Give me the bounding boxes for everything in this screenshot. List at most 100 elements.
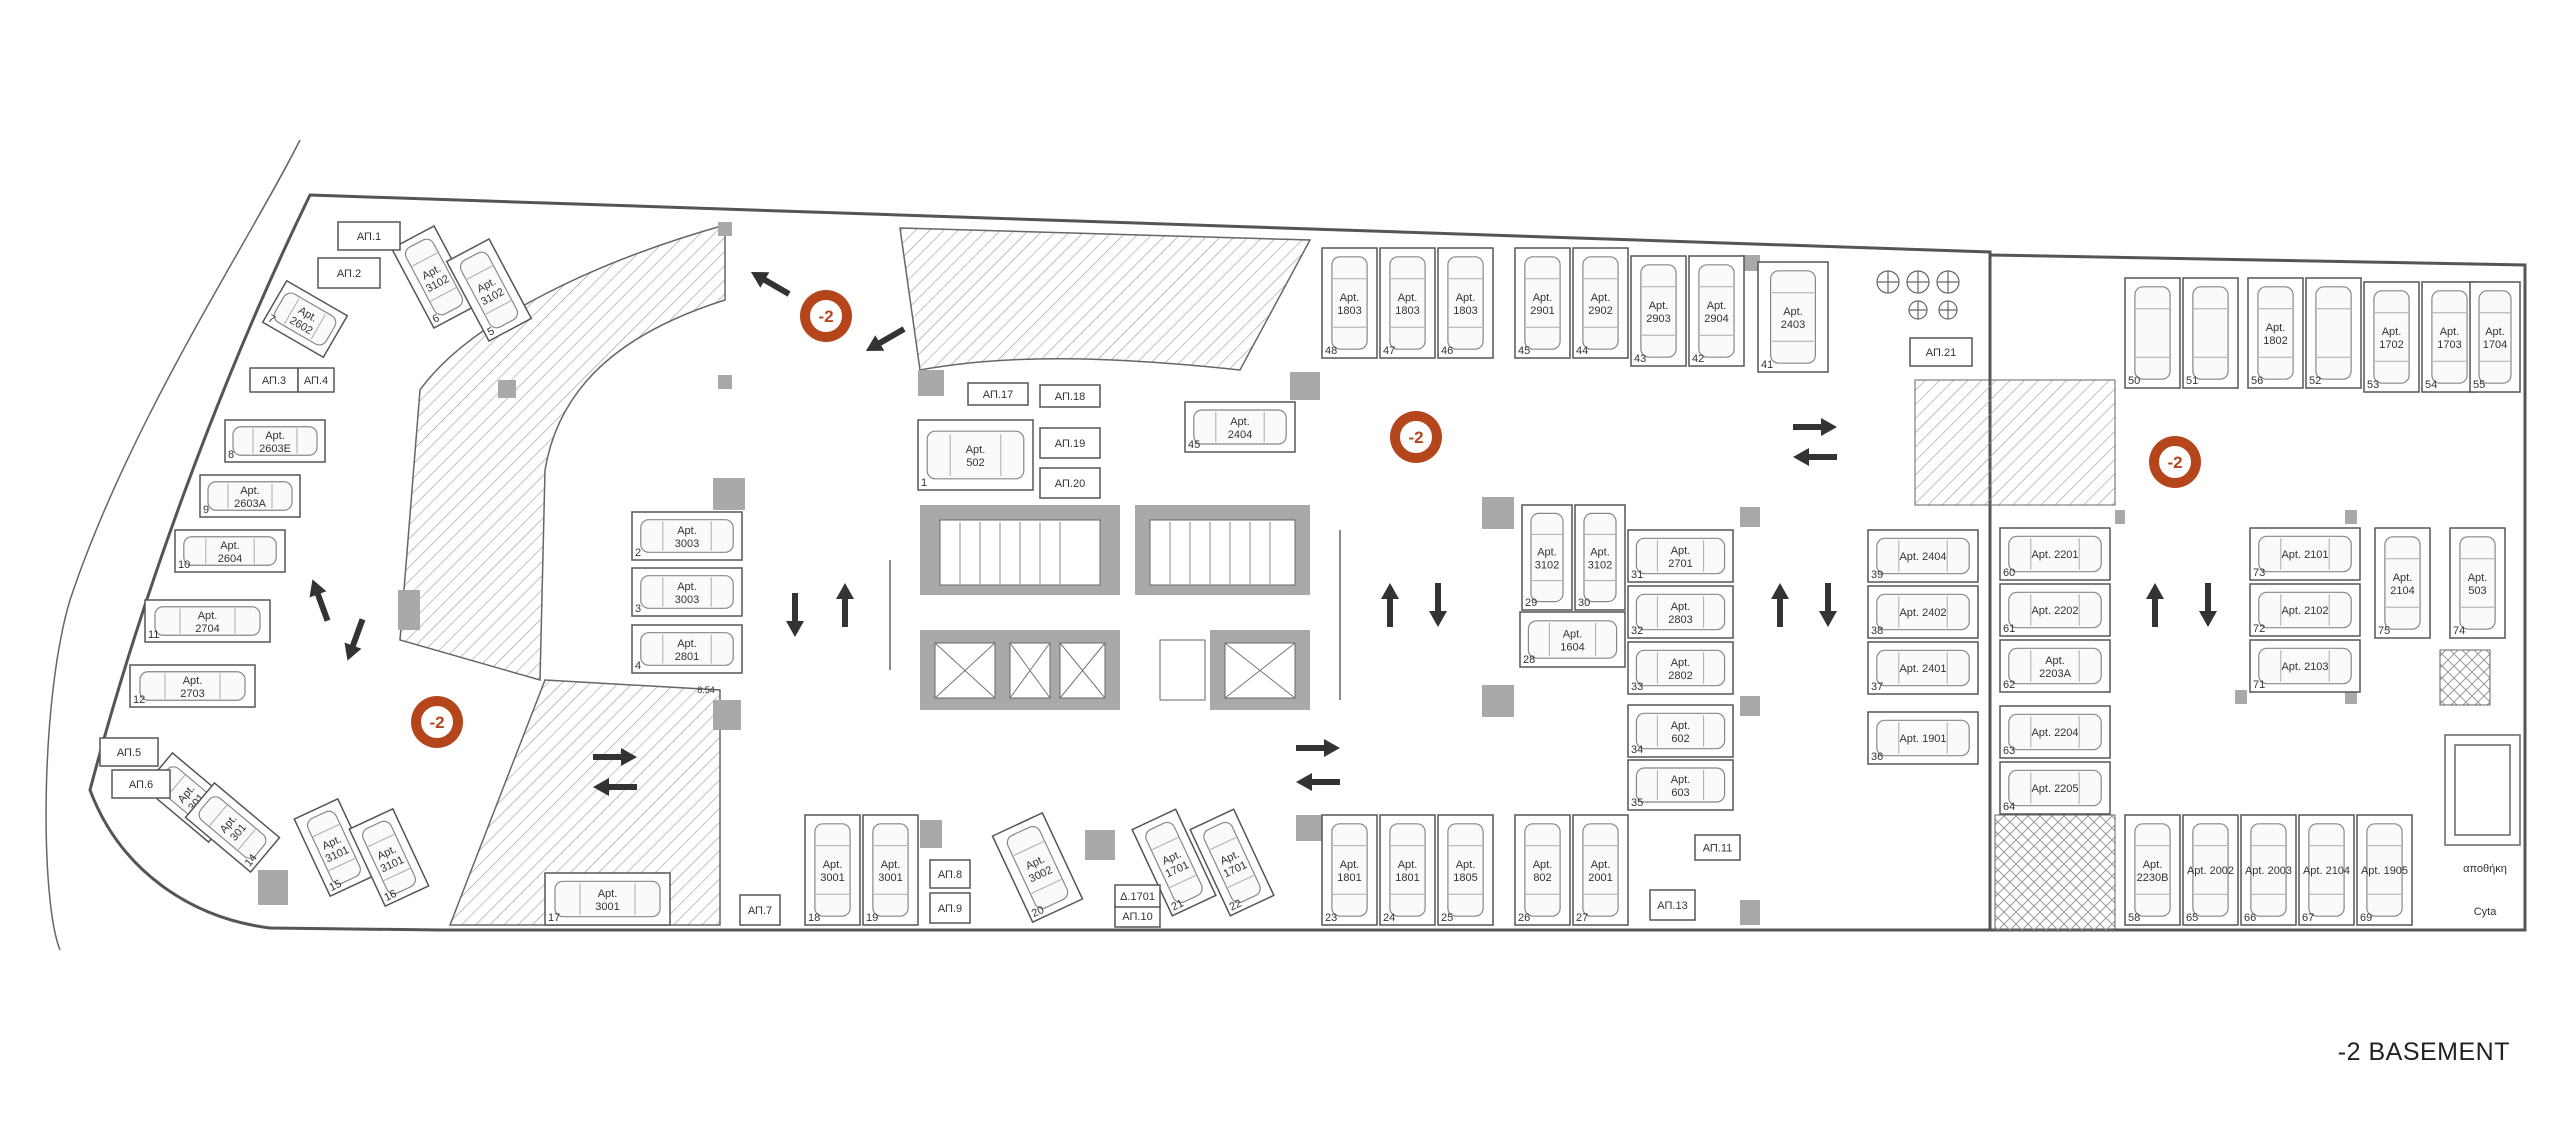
parking-space-apartment: Apt.2404 (1228, 416, 1252, 441)
parking-space: Apt.802 26 (1514, 814, 1571, 926)
parking-space-number: 74 (2453, 625, 2465, 637)
parking-space-number: 15 (327, 878, 343, 894)
parking-space-apartment: Apt.2903 (1646, 300, 1670, 325)
parking-space-number: 48 (1325, 345, 1337, 357)
storage-room-label: АП.13 (1657, 900, 1687, 912)
parking-space-apartment: Apt.1801 (1337, 859, 1361, 884)
parking-space-number: 30 (1578, 597, 1590, 609)
storage-room-label: АП.7 (748, 905, 772, 917)
parking-space-apartment: Apt.2104 (2390, 572, 2414, 597)
parking-space-number: 5 (485, 325, 496, 338)
storage-room: АП.6 (111, 769, 171, 799)
parking-space-apartment: Apt.2203A (2039, 655, 2071, 680)
drawing-title: -2 BASEMENT (2337, 1038, 2510, 1066)
parking-space-number: 63 (2003, 745, 2015, 757)
parking-space-number: 60 (2003, 567, 2015, 579)
storage-room: АП.2 (317, 257, 381, 289)
parking-space-apartment: Apt.3003 (675, 525, 699, 550)
storage-room: АП.21 (1909, 337, 1973, 367)
traffic-arrow-icon (1771, 583, 1789, 627)
storage-room-label: АП.1 (357, 231, 381, 243)
parking-space-apartment: Apt.2703 (180, 675, 204, 700)
parking-space-number: 73 (2253, 567, 2265, 579)
parking-space: Apt.1803 48 (1321, 247, 1378, 359)
structural-columns (258, 222, 2357, 925)
storage-room: АП.10 (1114, 904, 1161, 928)
mechanical-fans (1876, 270, 1960, 320)
parking-space-apartment: Apt.1803 (1337, 292, 1361, 317)
parking-space-number: 52 (2309, 375, 2321, 387)
traffic-arrow-icon (1429, 583, 1447, 627)
level-badge: -2 (1390, 411, 1442, 463)
traffic-arrow-icon (1819, 583, 1837, 627)
storage-room-label: АП.18 (1055, 391, 1085, 403)
parking-space-number: 62 (2003, 679, 2015, 691)
level-badge-text: -2 (1408, 428, 1423, 447)
parking-space-apartment: Apt.2801 (675, 638, 699, 663)
storage-label: αποθήκη (2463, 863, 2507, 875)
parking-space-apartment: Apt.3001 (595, 888, 619, 913)
parking-space-number: 19 (866, 912, 878, 924)
ramp-lower (448, 679, 721, 926)
level-badge-text: -2 (2167, 453, 2182, 472)
storage-room: АП.9 (929, 892, 971, 924)
parking-space-number: 75 (2378, 625, 2390, 637)
parking-space-number: 50 (2128, 375, 2140, 387)
parking-space-number: 66 (2244, 912, 2256, 924)
parking-space-number: 6 (430, 312, 441, 325)
parking-space: 50 (2124, 277, 2181, 389)
parking-space-number: 26 (1518, 912, 1530, 924)
traffic-arrow-icon (593, 748, 637, 766)
ramp-level-label: 8.54 (697, 685, 715, 695)
traffic-arrow-icon (1381, 583, 1399, 627)
parking-space-number: 27 (1576, 912, 1588, 924)
parking-space-apartment: Apt. 2402 (1899, 607, 1946, 619)
hatch-zone-2 (1994, 814, 2116, 931)
parking-space-number: 11 (148, 629, 159, 641)
parking-space-apartment: Apt.2230B (2137, 859, 2169, 884)
parking-space-apartment: Apt.1703 (2437, 326, 2461, 351)
parking-space-apartment: Apt.2604 (218, 540, 242, 565)
storage-room: АП.11 (1694, 834, 1741, 861)
parking-space-number: 45 (1188, 439, 1200, 451)
parking-space-apartment: Apt.802 (1533, 859, 1553, 884)
hatch-zone-3 (2439, 649, 2491, 706)
storage-room-label: АП.17 (983, 389, 1013, 401)
parking-space-apartment: Apt.2001 (1588, 859, 1612, 884)
parking-space-apartment: Apt. 2103 (2281, 661, 2328, 673)
parking-space: Apt.1802 56 (2247, 277, 2304, 389)
parking-space-number: 44 (1576, 345, 1588, 357)
parking-space-apartment: Apt. 2002 (2187, 865, 2234, 877)
parking-space-number: 56 (2251, 375, 2263, 387)
parking-space-apartment: Apt.1801 (1395, 859, 1419, 884)
parking-space-number: 16 (382, 888, 398, 904)
parking-space-apartment: Apt.1805 (1453, 859, 1477, 884)
storage-room-label: АП.8 (938, 869, 962, 881)
parking-space-number: 71 (2253, 679, 2265, 691)
parking-space-apartment: Apt. 2104 (2303, 865, 2350, 877)
parking-space-apartment: Apt.1802 (2263, 322, 2287, 347)
traffic-arrow-icon (836, 583, 854, 627)
parking-space-number: 69 (2360, 912, 2372, 924)
